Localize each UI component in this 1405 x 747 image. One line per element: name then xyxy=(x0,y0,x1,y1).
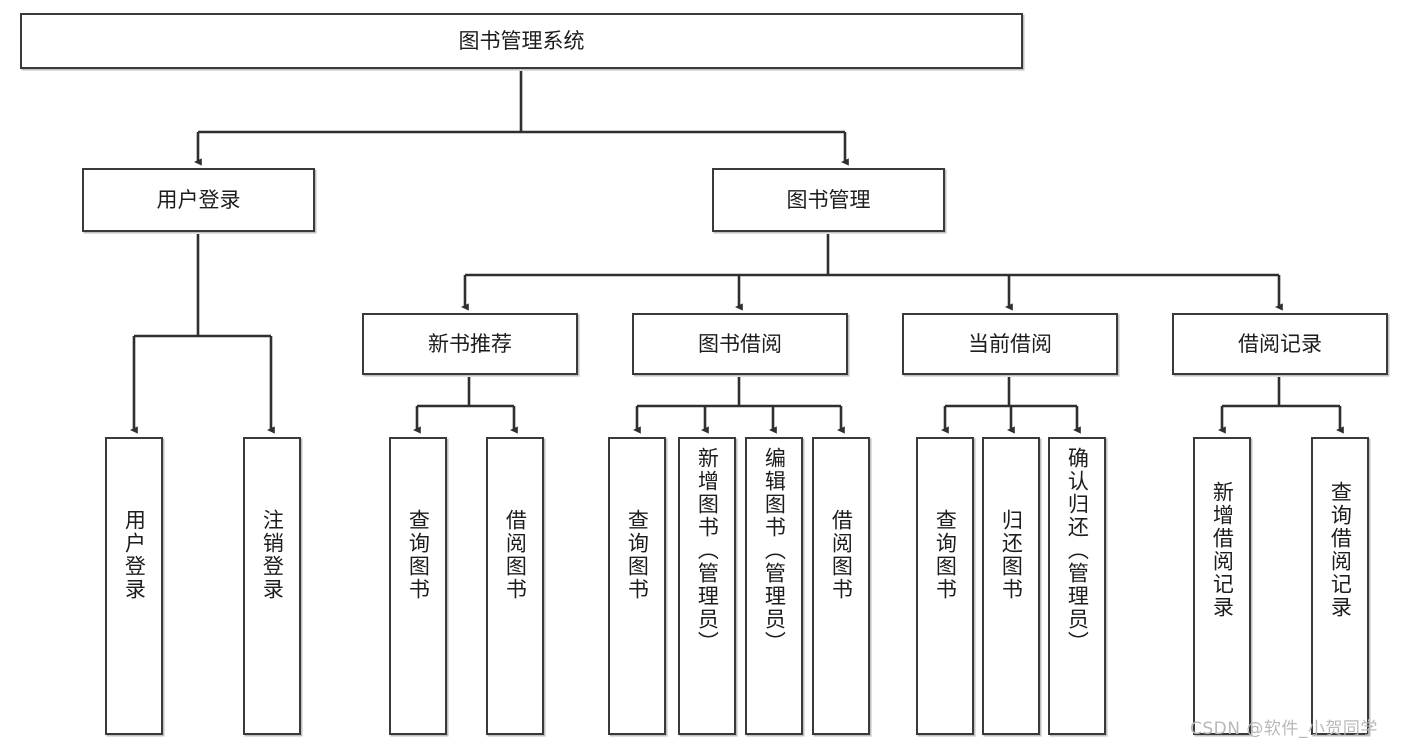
node-label: 用户登录 xyxy=(122,509,147,601)
node-label: 图书管理 xyxy=(786,187,871,212)
node-leaf-edit-book[interactable]: 编辑图书（管理员） xyxy=(745,437,803,735)
node-book-management-system[interactable]: 图书管理系统 xyxy=(20,13,1023,69)
node-label: 新书推荐 xyxy=(428,331,512,356)
node-leaf-user-login[interactable]: 用户登录 xyxy=(105,437,163,735)
node-leaf-add-borrow-record[interactable]: 新增借阅记录 xyxy=(1193,437,1251,735)
node-leaf-query-book-current[interactable]: 查询图书 xyxy=(916,437,974,735)
node-user-login[interactable]: 用户登录 xyxy=(82,168,315,232)
node-book-borrow[interactable]: 图书借阅 xyxy=(632,313,848,375)
node-current-borrow[interactable]: 当前借阅 xyxy=(902,313,1118,375)
node-label: 借阅图书 xyxy=(829,509,854,601)
node-label: 新增借阅记录 xyxy=(1210,481,1235,619)
node-label: 归还图书 xyxy=(999,509,1024,601)
node-label: 用户登录 xyxy=(156,187,241,212)
node-book-manage[interactable]: 图书管理 xyxy=(712,168,945,232)
node-leaf-query-book-recommend[interactable]: 查询图书 xyxy=(389,437,447,735)
node-label: 图书管理系统 xyxy=(458,28,585,53)
node-label: 借阅图书 xyxy=(503,509,528,601)
node-label: 查询图书 xyxy=(933,509,958,601)
node-leaf-add-book[interactable]: 新增图书（管理员） xyxy=(678,437,736,735)
node-borrow-record[interactable]: 借阅记录 xyxy=(1172,313,1388,375)
node-leaf-borrow-book-recommend[interactable]: 借阅图书 xyxy=(486,437,544,735)
node-label: 查询借阅记录 xyxy=(1328,481,1353,619)
node-leaf-query-book-borrow[interactable]: 查询图书 xyxy=(608,437,666,735)
node-label: 确认归还（管理员） xyxy=(1065,447,1090,654)
node-label: 编辑图书（管理员） xyxy=(762,447,787,654)
node-label: 借阅记录 xyxy=(1238,331,1322,356)
node-label: 查询图书 xyxy=(406,509,431,601)
node-leaf-confirm-return[interactable]: 确认归还（管理员） xyxy=(1048,437,1106,735)
node-label: 注销登录 xyxy=(260,509,285,601)
csdn-watermark: CSDN @软件_小贺同学 xyxy=(1190,719,1378,739)
node-leaf-logout-login[interactable]: 注销登录 xyxy=(243,437,301,735)
node-new-book-recommend[interactable]: 新书推荐 xyxy=(362,313,578,375)
node-leaf-borrow-book[interactable]: 借阅图书 xyxy=(812,437,870,735)
node-leaf-return-book[interactable]: 归还图书 xyxy=(982,437,1040,735)
node-label: 图书借阅 xyxy=(698,331,782,356)
node-label: 当前借阅 xyxy=(968,331,1052,356)
node-label: 新增图书（管理员） xyxy=(695,447,720,654)
node-label: 查询图书 xyxy=(625,509,650,601)
node-leaf-query-borrow-record[interactable]: 查询借阅记录 xyxy=(1311,437,1369,735)
